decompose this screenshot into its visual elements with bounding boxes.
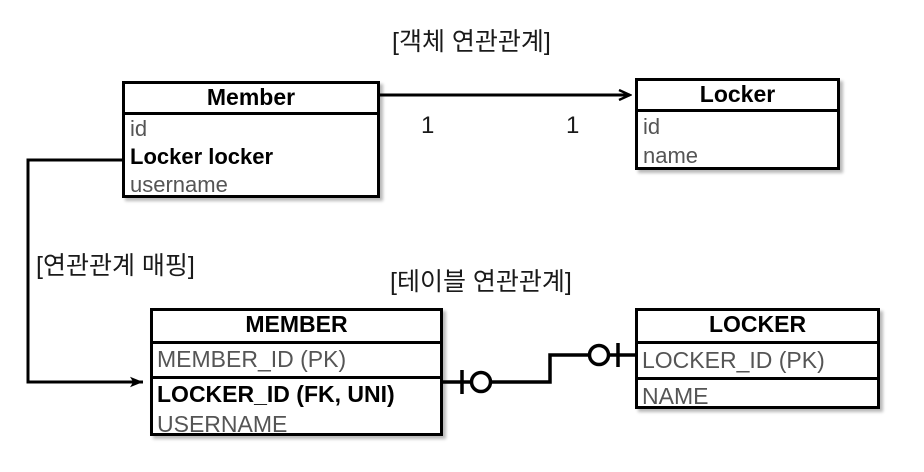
er-right-zero-circle [587, 343, 611, 367]
class-box-locker-title: Locker [699, 81, 776, 107]
column-locker-id-pk: LOCKER_ID (PK) [642, 347, 825, 373]
column-name: NAME [642, 383, 709, 409]
column-locker-id-fk: LOCKER_ID (FK, UNI) [157, 381, 395, 407]
table-relation-title: [테이블 연관관계] [390, 268, 572, 296]
table-box-locker-pk-section: LOCKER_ID (PK) [638, 341, 877, 377]
mapping-title: [연관관계 매핑] [36, 252, 195, 280]
table-box-locker[interactable]: LOCKER LOCKER_ID (PK) NAME [635, 308, 880, 409]
class-box-locker[interactable]: Locker id name [635, 78, 840, 170]
multiplicity-target: 1 [566, 112, 580, 139]
field-locker-id: id [643, 114, 661, 139]
table-box-member-title: MEMBER [245, 311, 348, 337]
field-member-id: id [130, 116, 148, 141]
table-box-member[interactable]: MEMBER MEMBER_ID (PK) LOCKER_ID (FK, UNI… [150, 308, 443, 437]
class-box-member-title: Member [206, 84, 296, 110]
multiplicity-source: 1 [421, 112, 435, 139]
er-relationship-line [443, 343, 635, 394]
er-left-zero-circle [469, 370, 493, 394]
field-member-locker: Locker locker [130, 144, 274, 169]
class-box-locker-fields: id name [638, 109, 837, 170]
object-relation-title: [객체 연관관계] [392, 28, 551, 56]
field-member-username: username [130, 172, 228, 197]
class-box-member[interactable]: Member id Locker locker username [122, 81, 380, 198]
class-box-member-fields: id Locker locker username [125, 112, 377, 198]
column-username: USERNAME [157, 411, 288, 437]
table-box-locker-columns: NAME [638, 377, 877, 409]
field-locker-name: name [643, 143, 699, 168]
table-box-locker-title: LOCKER [708, 311, 807, 337]
table-box-member-pk-section: MEMBER_ID (PK) [153, 341, 440, 376]
table-box-member-columns: LOCKER_ID (FK, UNI) USERNAME [153, 376, 440, 437]
column-member-id: MEMBER_ID (PK) [157, 346, 347, 372]
